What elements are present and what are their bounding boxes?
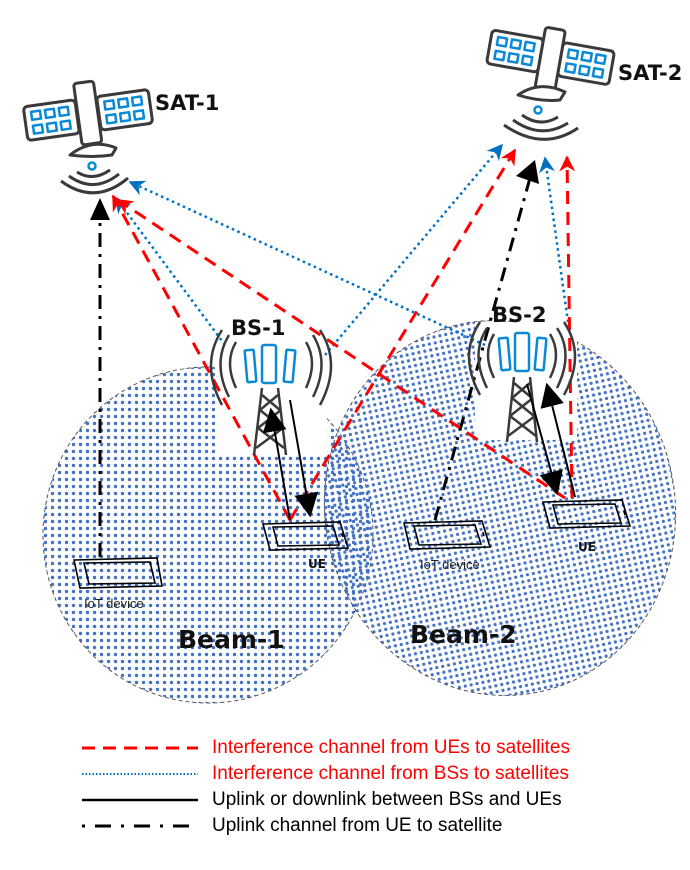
ue-interference-links xyxy=(111,148,576,521)
bs-1-backdrop xyxy=(215,330,327,455)
base-station-2-icon xyxy=(467,321,577,443)
satellite-2-icon xyxy=(485,26,616,141)
dotted-blue-line-swatch xyxy=(82,773,198,775)
ue1-to-sat2-link xyxy=(288,148,517,521)
ue1-uplink-to-bs1 xyxy=(262,407,291,521)
satellite-2-label: SAT-2 xyxy=(618,61,682,85)
bs1-downlink-to-ue1 xyxy=(289,399,319,518)
legend-label: Uplink channel from UE to satellite xyxy=(212,815,503,836)
iot-2-device-icon xyxy=(403,520,492,550)
ue-1-device-icon xyxy=(261,521,350,551)
ue2-uplink-to-bs2 xyxy=(540,382,576,498)
ue2-to-sat1-link xyxy=(116,198,566,500)
legend-label: Interference channel from UEs to satelli… xyxy=(212,737,571,758)
iot2-to-sat2-link xyxy=(433,177,532,521)
ue-1-label: UE xyxy=(308,557,326,571)
satellite-1-label: SAT-1 xyxy=(155,91,219,115)
dashdot-black-line-swatch xyxy=(82,824,198,828)
iot1-uplink-arrowhead xyxy=(90,198,110,220)
solid-black-line-swatch xyxy=(82,798,198,802)
bs2-downlink-to-ue2 xyxy=(526,383,563,496)
iot-2-label: IoT device xyxy=(420,557,480,572)
bs-interference-links xyxy=(114,143,570,356)
beam-1-label: Beam-1 xyxy=(178,625,285,654)
legend-item-bs-interference: Interference channel from BSs to satelli… xyxy=(80,761,680,787)
satellite-1-icon xyxy=(22,79,154,195)
bs1-to-sat2-link xyxy=(324,143,504,356)
beam-2-label: Beam-2 xyxy=(410,620,517,649)
bs-ue-links xyxy=(262,382,576,521)
bs2-to-sat2-link xyxy=(539,156,570,323)
legend: Interference channel from UEs to satelli… xyxy=(80,735,680,839)
base-station-2-label: BS-2 xyxy=(492,303,546,327)
iot-uplink-links xyxy=(98,177,532,557)
iot-1-device-icon xyxy=(73,557,163,589)
ue-2-label: UE xyxy=(578,540,596,554)
bs2-to-sat1-link xyxy=(128,180,486,347)
iot2-uplink-arrowhead xyxy=(516,160,539,184)
base-station-1-label: BS-1 xyxy=(231,316,285,340)
iot-1-label: IoT device xyxy=(84,596,144,611)
legend-item-ue-sat-uplink: Uplink channel from UE to satellite xyxy=(80,813,680,839)
dashed-red-line-swatch xyxy=(82,746,198,750)
legend-label: Uplink or downlink between BSs and UEs xyxy=(212,789,562,810)
ue-2-device-icon xyxy=(541,499,632,529)
bs1-to-sat1-link xyxy=(114,196,227,346)
legend-item-bs-ue-link: Uplink or downlink between BSs and UEs xyxy=(80,787,680,813)
ue2-to-sat2-link xyxy=(559,155,576,499)
legend-label: Interference channel from BSs to satelli… xyxy=(212,763,569,784)
legend-item-ue-interference: Interference channel from UEs to satelli… xyxy=(80,735,680,761)
